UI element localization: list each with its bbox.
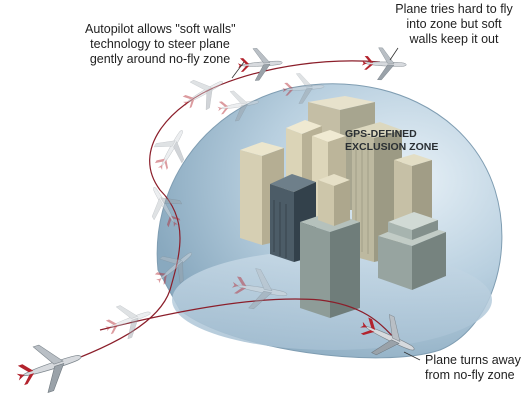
autopilot-label: Autopilot allows "soft walls" technology… — [85, 22, 236, 66]
airplane-icon — [361, 46, 408, 82]
leader-line — [403, 351, 421, 361]
city-buildings — [240, 96, 446, 318]
leader-line — [231, 61, 245, 79]
leader-line — [389, 47, 399, 61]
airplane-icon — [9, 333, 89, 401]
turn-away-path — [99, 298, 401, 346]
tries-label: Plane tries hard to fly into zone but so… — [395, 2, 513, 46]
turns-label: Plane turns away from no-fly zone — [425, 353, 521, 382]
zone-label: GPS-DEFINED EXCLUSION ZONE — [345, 128, 439, 153]
